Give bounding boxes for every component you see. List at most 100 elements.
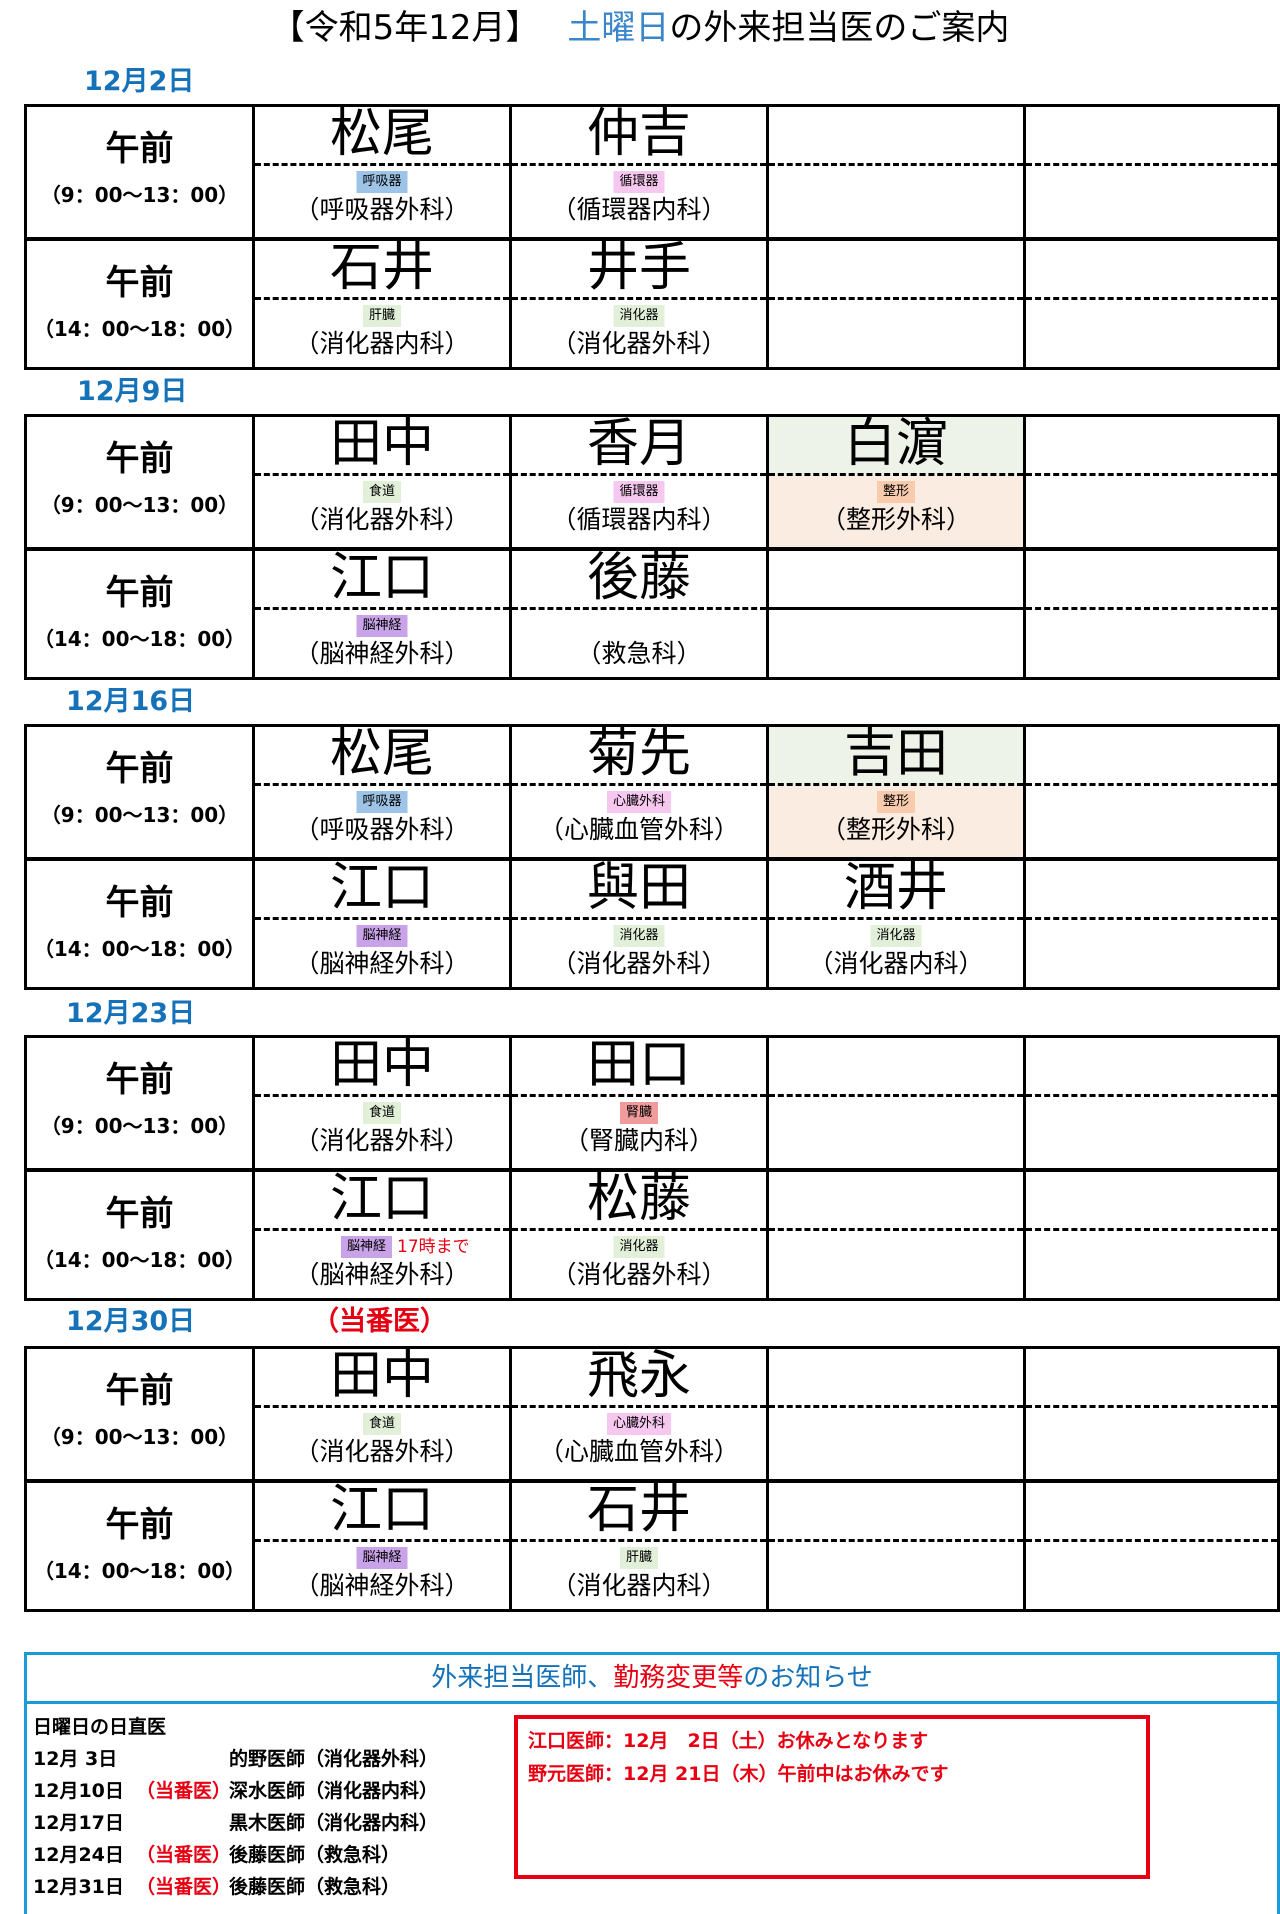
doctor-name: 江口 — [329, 858, 434, 918]
doctor-cell — [769, 1349, 1026, 1479]
cell-divider — [1026, 1405, 1277, 1408]
period-cell: 午前（9：00～13：00） — [27, 727, 255, 857]
doctor-cell: 江口脳神経（脳神経外科） — [255, 1480, 512, 1609]
duty-badge: （当番医） — [136, 1780, 232, 1802]
doctor-cell — [1026, 241, 1277, 367]
doctor-cell: 井手消化器（消化器外科） — [512, 238, 769, 367]
department-name: （消化器外科） — [294, 1437, 470, 1466]
doctor-cell: 田中食道（消化器外科） — [255, 1346, 512, 1479]
doctor-cell — [1026, 1172, 1277, 1298]
week-date-1: 12月2日 — [84, 66, 195, 97]
cell-divider — [1026, 917, 1277, 920]
doctor-cell: 仲吉循環器（循環器内科） — [512, 104, 769, 237]
specialty-tag: 脳神経 — [356, 615, 408, 637]
duty-doctor: 後藤医師（救急科） — [229, 1844, 401, 1866]
doctor-cell: 田口腎臓（腎臓内科） — [512, 1035, 769, 1168]
period-label: 午前 — [105, 1060, 174, 1100]
doctor-name: 田中 — [329, 414, 434, 474]
doctor-cell: 吉田整形（整形外科） — [769, 724, 1026, 857]
doctor-cell — [769, 1483, 1026, 1609]
cell-divider — [512, 607, 766, 610]
department-name: （脳神経外科） — [294, 1260, 470, 1289]
schedule-row: 午前（9：00～13：00）松尾呼吸器（呼吸器外科）仲吉循環器（循環器内科） — [27, 104, 1277, 237]
specialty-tag: 循環器 — [613, 481, 665, 503]
doctor-cell: 菊先心臓外科（心臓血管外科） — [512, 724, 769, 857]
week-table: 午前（9：00～13：00）田中食道（消化器外科）飛永心臓外科（心臓血管外科）午… — [24, 1346, 1280, 1612]
schedule-row: 午前（9：00～13：00）田中食道（消化器外科）田口腎臓（腎臓内科） — [27, 1035, 1277, 1168]
cell-divider — [512, 783, 766, 786]
week-table: 午前（9：00～13：00）田中食道（消化器外科）田口腎臓（腎臓内科）午前（14… — [24, 1035, 1280, 1301]
doctor-cell: 石井肝臓（消化器内科） — [255, 238, 512, 367]
specialty-tag: 消化器 — [613, 925, 665, 947]
period-label: 午前 — [105, 1194, 174, 1234]
doctor-cell — [1026, 727, 1277, 857]
period-time: （14：00～18：00） — [33, 1559, 246, 1583]
schedule-row: 午前（14：00～18：00）江口脳神経（脳神経外科）石井肝臓（消化器内科） — [27, 1479, 1277, 1609]
period-label: 午前 — [105, 883, 174, 923]
cell-divider — [769, 917, 1023, 920]
department-name: （循環器内科） — [551, 505, 727, 534]
cell-divider — [255, 1094, 509, 1097]
cell-divider — [512, 473, 766, 476]
cell-divider — [1026, 783, 1277, 786]
sunday-duty-row: 12月10日（当番医）深水医師（消化器内科） — [33, 1775, 438, 1807]
duty-badge: （当番医） — [136, 1844, 232, 1866]
period-cell: 午前（14：00～18：00） — [27, 241, 255, 367]
period-label: 午前 — [105, 263, 174, 303]
duty-date: 12月17日 — [33, 1812, 124, 1834]
doctor-cell — [1026, 107, 1277, 237]
specialty-tag: 消化器 — [870, 925, 922, 947]
cell-divider — [255, 917, 509, 920]
cell-divider — [1026, 163, 1277, 166]
duty-date: 12月31日 — [33, 1876, 124, 1898]
doctor-cell — [1026, 417, 1277, 547]
cell-divider — [1026, 1228, 1277, 1231]
doctor-cell: 松尾呼吸器（呼吸器外科） — [255, 104, 512, 237]
specialty-tag: 食道 — [362, 1413, 402, 1435]
department-name: （消化器内科） — [551, 1571, 727, 1600]
period-time: （14：00～18：00） — [33, 937, 246, 961]
doctor-cell: 白濵整形（整形外科） — [769, 414, 1026, 547]
cell-divider — [255, 783, 509, 786]
notice-header-text: 外来担当医師、 — [431, 1663, 614, 1693]
doctor-cell — [1026, 861, 1277, 987]
specialty-tag: 脳神経 — [356, 1547, 408, 1569]
cell-divider — [1026, 1094, 1277, 1097]
schedule-row: 午前（9：00～13：00）田中食道（消化器外科）香月循環器（循環器内科）白濵整… — [27, 414, 1277, 547]
cell-divider — [255, 163, 509, 166]
cell-divider — [255, 473, 509, 476]
period-time: （9：00～13：00） — [40, 493, 239, 517]
cell-divider — [769, 1094, 1023, 1097]
department-name: （消化器外科） — [294, 1126, 470, 1155]
doctor-cell: 松尾呼吸器（呼吸器外科） — [255, 724, 512, 857]
specialty-tag: 整形 — [876, 481, 916, 503]
doctor-name: 後藤 — [586, 548, 691, 608]
week-date-3: 12月16日 — [66, 686, 196, 717]
duty-date: 12月24日 — [33, 1844, 124, 1866]
duty-doctor: 黒木医師（消化器内科） — [229, 1812, 439, 1834]
cell-divider — [769, 297, 1023, 300]
period-label: 午前 — [105, 1505, 174, 1545]
doctor-name: 松尾 — [329, 104, 434, 164]
sunday-duty-list: 日曜日の日直医 12月 3日的野医師（消化器外科）12月10日（当番医）深水医師… — [33, 1711, 438, 1903]
department-name: （心臓血管外科） — [538, 815, 739, 844]
department-name: （循環器内科） — [551, 195, 727, 224]
cell-divider — [769, 1228, 1023, 1231]
title-suffix: の外来担当医のご案内 — [669, 8, 1010, 48]
schedule-row: 午前（9：00～13：00）田中食道（消化器外科）飛永心臓外科（心臓血管外科） — [27, 1346, 1277, 1479]
department-name: （脳神経外科） — [294, 1571, 470, 1600]
specialty-tag: 脳神経 — [356, 925, 408, 947]
period-cell: 午前（14：00～18：00） — [27, 551, 255, 677]
department-name: （脳神経外科） — [294, 639, 470, 668]
specialty-tag: 食道 — [362, 1102, 402, 1124]
doctor-name: 與田 — [586, 858, 691, 918]
specialty-tag: 心臓外科 — [606, 1413, 672, 1435]
schedule-row: 午前（9：00～13：00）松尾呼吸器（呼吸器外科）菊先心臓外科（心臓血管外科）… — [27, 724, 1277, 857]
specialty-tag: 脳神経 — [341, 1236, 393, 1258]
title-prefix: 【令和5年12月】 — [270, 8, 523, 48]
cell-divider — [769, 1539, 1023, 1542]
doctor-name: 田中 — [329, 1346, 434, 1406]
doctor-name: 石井 — [329, 238, 434, 298]
department-name: （整形外科） — [820, 505, 971, 534]
